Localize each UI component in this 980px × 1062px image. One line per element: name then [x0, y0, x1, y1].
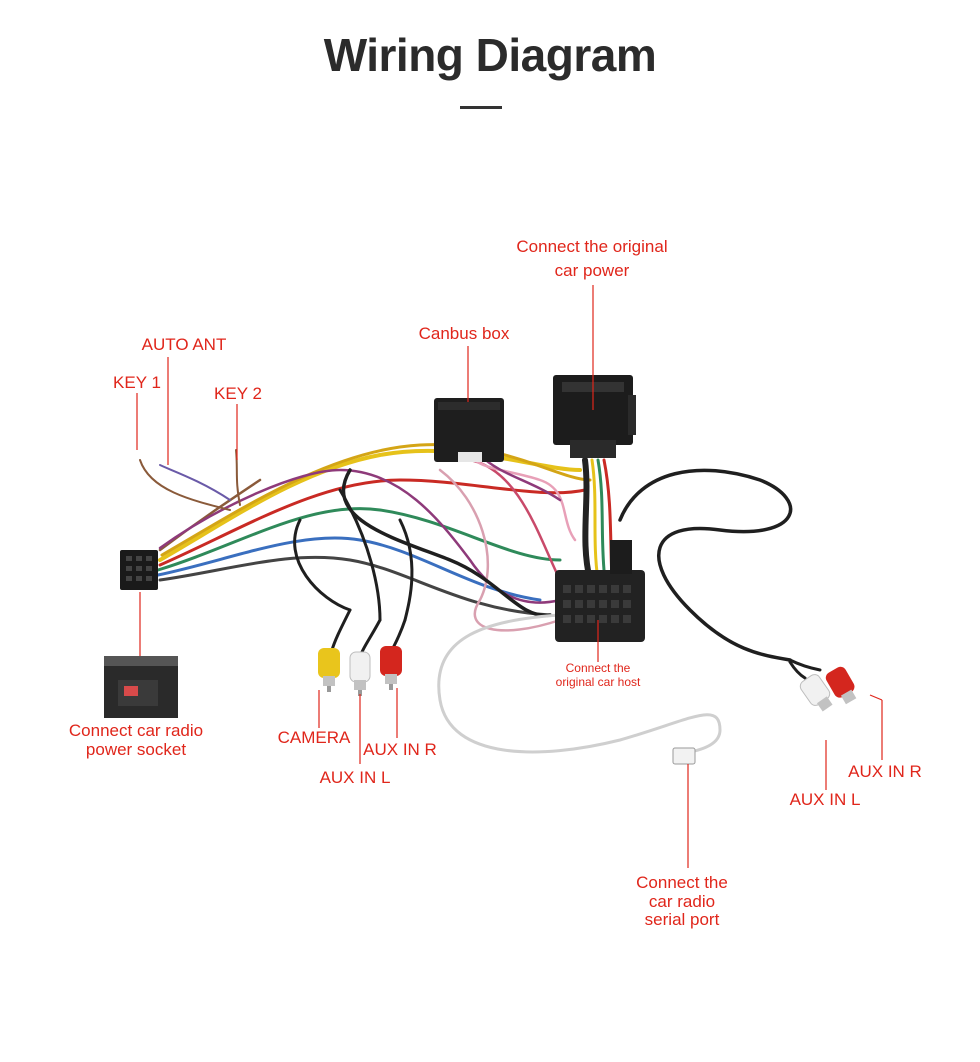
label-car-host-line1: Connect the	[565, 661, 631, 675]
wire-bundle	[139, 443, 822, 754]
car-power-connector	[553, 375, 636, 458]
serial-port-connector	[672, 747, 696, 765]
label-car-power-line2: car power	[554, 261, 630, 280]
label-camera: CAMERA	[277, 728, 351, 747]
page-title: Wiring Diagram	[323, 29, 657, 81]
label-serial-line1: Connect the	[636, 873, 728, 892]
rca-aux-l-plug-left	[349, 651, 371, 696]
label-canbus-box: Canbus box	[418, 324, 510, 343]
label-aux-in-l-right: AUX IN L	[789, 790, 861, 809]
leader-lines	[136, 285, 883, 868]
radio-socket-photo	[104, 656, 178, 718]
label-car-host-line2: original car host	[555, 675, 641, 689]
title-underline	[460, 106, 502, 109]
label-key2: KEY 2	[214, 384, 262, 403]
label-serial-line2: car radio	[648, 892, 716, 911]
rca-aux-l-plug-right	[799, 674, 833, 712]
car-host-connector	[555, 540, 645, 642]
canbus-box	[434, 398, 504, 462]
label-aux-in-r-left: AUX IN R	[363, 740, 437, 759]
label-auto-ant: AUTO ANT	[141, 335, 227, 354]
label-key1: KEY 1	[113, 373, 161, 392]
label-aux-in-l-left: AUX IN L	[319, 768, 391, 787]
label-radio-socket-line1: Connect car radio	[68, 721, 204, 740]
label-car-power-line1: Connect the original	[516, 237, 668, 256]
label-aux-in-r-right: AUX IN R	[848, 762, 922, 781]
label-radio-socket-line2: power socket	[85, 740, 187, 759]
iso-plug-connector	[120, 550, 158, 590]
rca-camera-plug	[318, 648, 340, 692]
rca-aux-r-plug-right	[825, 666, 857, 705]
label-serial-line3: serial port	[644, 910, 720, 929]
rca-aux-r-plug-left	[380, 646, 402, 690]
